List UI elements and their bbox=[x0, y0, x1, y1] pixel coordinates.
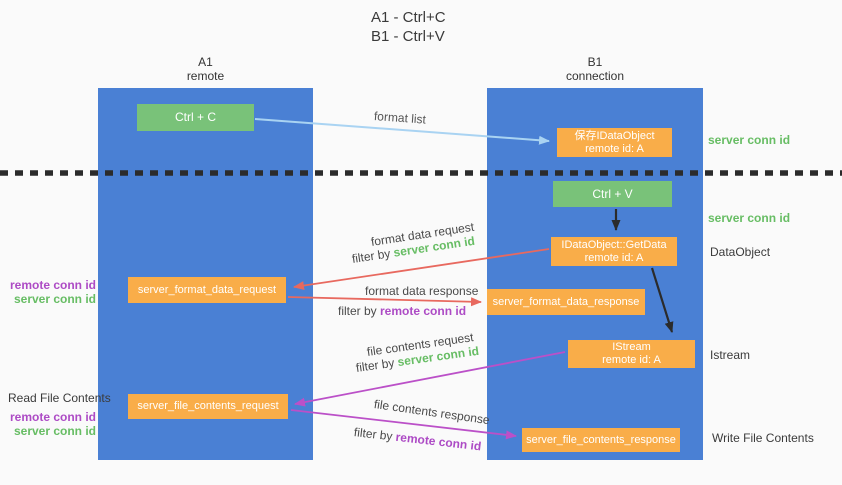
column-header-b1: B1 connection bbox=[487, 55, 703, 83]
edge-label-format-list: format list bbox=[373, 109, 427, 127]
node-server-file-contents-response: server_file_contents_response bbox=[522, 428, 680, 452]
node-server-format-data-request: server_format_data_request bbox=[128, 277, 286, 303]
node-format-request-label: server_format_data_request bbox=[137, 284, 277, 296]
filter-by-text: filter by bbox=[355, 355, 399, 375]
right-label-dataobject: DataObject bbox=[710, 245, 771, 259]
node-save-idataobject-line2: remote id: A bbox=[585, 142, 644, 155]
node-format-response-label: server_format_data_response bbox=[492, 296, 640, 308]
edge-label-filter-format-response: filter by remote conn id bbox=[338, 304, 466, 318]
node-getdata-line1: IDataObject::GetData bbox=[561, 238, 667, 251]
remote-conn-id-text: remote conn id bbox=[380, 304, 467, 318]
node-istream: IStream remote id: A bbox=[568, 340, 695, 368]
remote-conn-id-text: remote conn id bbox=[394, 429, 483, 454]
left-label-server-conn-id-bottom: server conn id bbox=[13, 424, 96, 438]
edge-label-filter-file-response: filter by remote conn id bbox=[353, 425, 482, 453]
right-label-server-conn-id-mid: server conn id bbox=[708, 211, 791, 225]
node-getdata-line2: remote id: A bbox=[584, 251, 644, 264]
column-a1-subtitle: remote bbox=[186, 69, 225, 83]
column-b1-name: B1 bbox=[587, 55, 603, 69]
title-line-2: B1 - Ctrl+V bbox=[371, 28, 445, 45]
node-server-format-data-response: server_format_data_response bbox=[487, 289, 645, 315]
title-line-1: A1 - Ctrl+C bbox=[371, 9, 446, 26]
right-label-server-conn-id-top: server conn id bbox=[708, 133, 791, 147]
node-ctrl-c-label: Ctrl + C bbox=[174, 110, 216, 124]
node-server-file-contents-request: server_file_contents_request bbox=[128, 394, 288, 419]
column-b1-subtitle: connection bbox=[565, 69, 625, 83]
filter-by-text: filter by bbox=[350, 245, 395, 266]
column-a1-name: A1 bbox=[198, 55, 213, 69]
edge-label-format-data-response: format data response bbox=[365, 284, 479, 298]
left-label-read-file-contents: Read File Contents bbox=[8, 391, 111, 405]
left-label-remote-conn-id-bottom: remote conn id bbox=[9, 410, 96, 424]
node-ctrl-c: Ctrl + C bbox=[137, 104, 254, 131]
node-ctrl-v-label: Ctrl + V bbox=[592, 187, 633, 201]
node-istream-line1: IStream bbox=[612, 341, 651, 353]
node-idataobject-getdata: IDataObject::GetData remote id: A bbox=[551, 237, 677, 266]
edge-label-file-contents-response: file contents response bbox=[373, 397, 491, 428]
node-file-request-label: server_file_contents_request bbox=[137, 400, 279, 412]
filter-by-text: filter by bbox=[353, 425, 397, 444]
node-file-response-label: server_file_contents_response bbox=[526, 434, 676, 446]
node-save-idataobject-line1: 保存IDataObject bbox=[574, 129, 655, 142]
node-save-idataobject: 保存IDataObject remote id: A bbox=[557, 128, 672, 157]
diagram-title: A1 - Ctrl+C B1 - Ctrl+V bbox=[371, 8, 446, 46]
filter-by-text: filter by bbox=[338, 304, 381, 318]
left-label-server-conn-id-top: server conn id bbox=[13, 292, 96, 306]
node-ctrl-v: Ctrl + V bbox=[553, 181, 672, 207]
node-istream-line2: remote id: A bbox=[602, 354, 661, 366]
column-header-a1: A1 remote bbox=[98, 55, 313, 83]
right-label-write-file-contents: Write File Contents bbox=[712, 431, 814, 445]
right-label-istream: Istream bbox=[710, 348, 751, 362]
left-label-remote-conn-id-top: remote conn id bbox=[9, 278, 96, 292]
